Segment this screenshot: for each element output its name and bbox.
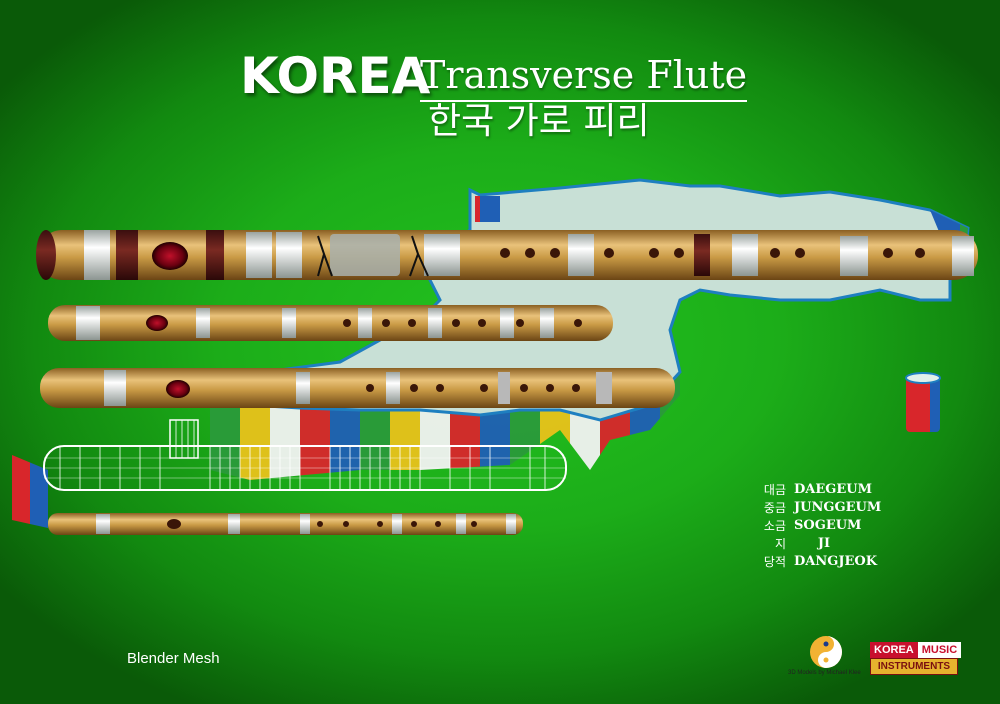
ji-cylinder bbox=[905, 372, 941, 432]
credit-text: 3D Models by Michael Klee bbox=[788, 670, 861, 676]
legend-english: JI bbox=[817, 535, 831, 551]
korean-title: 한국 가로 피리 bbox=[428, 101, 650, 142]
legend-korean: 중금 bbox=[763, 500, 786, 515]
taeguk-logo-icon bbox=[810, 636, 842, 668]
legend-item-junggeum: 중금 JUNGGEUM bbox=[756, 498, 881, 516]
legend-item-dangjeok: 당적 DANGJEOK bbox=[756, 552, 881, 570]
legend-korean: 소금 bbox=[763, 518, 786, 533]
ji-wireframe bbox=[43, 419, 567, 491]
legend-korean: 지 bbox=[774, 536, 786, 551]
page-subtitle: Transverse Flute bbox=[420, 52, 748, 102]
legend-english: DANGJEOK bbox=[794, 553, 878, 569]
legend-korean: 대금 bbox=[763, 482, 786, 497]
junggeum-flute bbox=[48, 305, 613, 341]
dangjeok-flute bbox=[48, 513, 523, 535]
legend-korean: 당적 bbox=[763, 554, 786, 569]
page-title: KOREA bbox=[240, 47, 431, 105]
korea-music-instruments-badge: KOREA MUSIC INSTRUMENTS bbox=[870, 642, 962, 675]
daegeum-flute bbox=[36, 230, 978, 280]
blender-mesh-label: Blender Mesh bbox=[127, 650, 220, 667]
legend-item-daegeum: 대금 DAEGEUM bbox=[756, 480, 881, 498]
instrument-legend: 대금 DAEGEUM 중금 JUNGGEUM 소금 SOGEUM 지 JI 당적… bbox=[756, 480, 881, 570]
legend-item-sogeum: 소금 SOGEUM bbox=[756, 516, 881, 534]
legend-english: SOGEUM bbox=[794, 517, 862, 533]
legend-english: JUNGGEUM bbox=[794, 499, 882, 515]
sogeum-flute bbox=[40, 368, 675, 408]
badge-instruments: INSTRUMENTS bbox=[870, 658, 958, 675]
badge-korea: KOREA bbox=[870, 642, 918, 658]
badge-music: MUSIC bbox=[917, 642, 962, 658]
legend-english: DAEGEUM bbox=[794, 481, 873, 497]
legend-item-ji: 지 JI bbox=[756, 534, 881, 552]
